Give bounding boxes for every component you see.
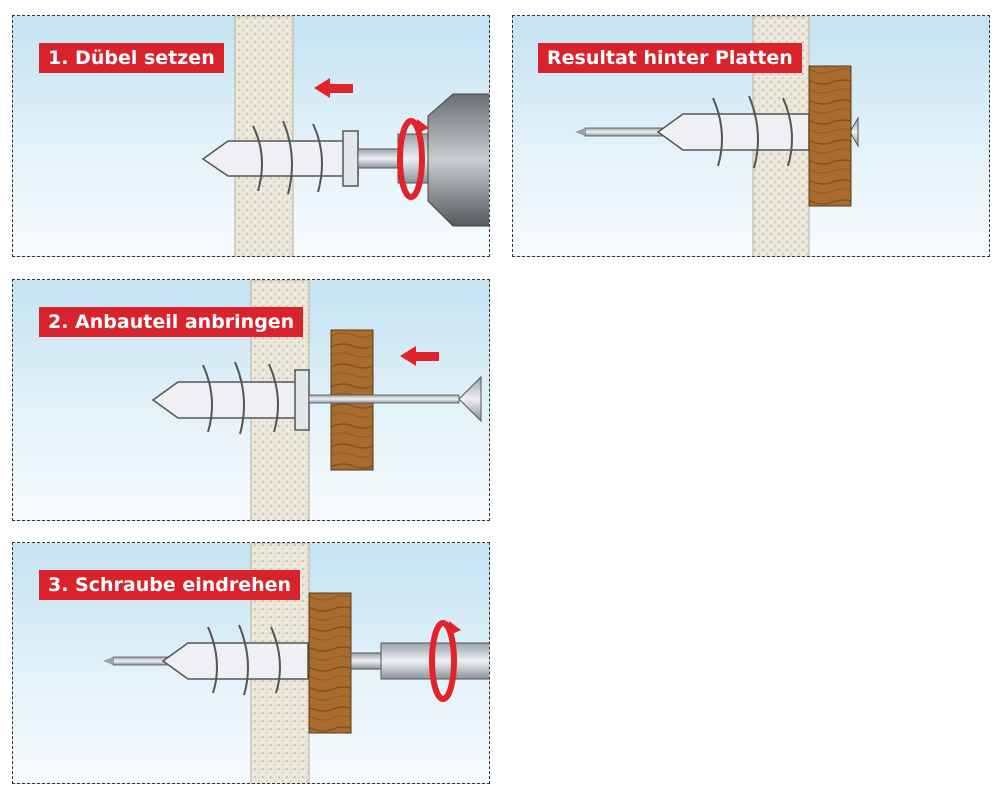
screwdriver-bit: [350, 642, 489, 680]
rotate-icon: [429, 620, 461, 702]
panel-result: Resultat hinter Platten: [512, 15, 990, 257]
step-3-label: 3. Schraube eindrehen: [39, 570, 301, 600]
panel-step-2: 2. Anbauteil anbringen: [12, 279, 490, 521]
result-label: Resultat hinter Platten: [538, 43, 802, 73]
screw: [308, 375, 482, 423]
wall-section: [234, 16, 294, 256]
panel-step-1: 1. Dübel setzen: [12, 15, 490, 257]
panel-step-3: 3. Schraube eindrehen: [12, 542, 490, 784]
arrow-left-icon: [314, 78, 353, 98]
wood-part: [808, 65, 852, 207]
wood-part: [308, 592, 352, 734]
arrow-left-icon: [400, 346, 439, 366]
drill-chuck: [397, 93, 489, 227]
drywall-anchor: [161, 624, 309, 696]
drywall-anchor: [151, 361, 310, 435]
rotate-icon: [397, 118, 429, 200]
step-1-label: 1. Dübel setzen: [39, 43, 224, 73]
step-2-label: 2. Anbauteil anbringen: [39, 307, 304, 337]
screwdriver-bit: [357, 148, 399, 169]
